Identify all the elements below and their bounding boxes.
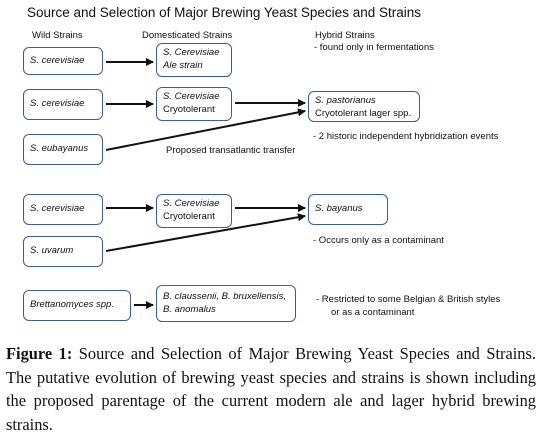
hybrid-strains-header: Hybrid Strains [315,30,375,41]
note-restricted-line-1: - Restricted to some Belgian & British s… [316,294,501,305]
arrow-uvarum-to-bayanus [105,213,306,252]
pastorianus-type-label: Cryotolerant lager spp. [315,107,412,119]
diagram-title: Source and Selection of Major Brewing Ye… [27,5,421,20]
arrow-eubayanus-to-pastorianus [105,108,306,151]
cryo2-species-label: S. Cerevisiae [163,198,220,209]
cryo1-type-label: Cryotolerant [163,103,215,115]
box-uvarum: S. uvarum [23,236,103,267]
pastorianus-species-label: S. pastorianus [315,95,376,106]
ale-strain-label: Ale strain [163,59,203,71]
brett-species-line-2: B. anomalus [163,303,216,315]
figure-caption: Figure 1: Source and Selection of Major … [6,342,536,436]
caption-label: Figure 1: [6,344,73,363]
domesticated-strains-header: Domesticated Strains [142,30,233,41]
note-hybridization: - 2 historic independent hybridization e… [313,131,499,142]
caption-text: Source and Selection of Major Brewing Ye… [6,344,536,434]
box-pastorianus: S. pastorianus Cryotolerant lager spp. [308,91,420,122]
box-wild-cerevisiae-bayanus: S. cerevisiae [23,194,103,225]
box-brettanomyces: Brettanomyces spp. [23,290,131,321]
note-contaminant: - Occurs only as a contaminant [313,235,444,246]
arrow-layer [105,58,306,309]
box-cryotolerant-2: S. Cerevisiae Cryotolerant [156,194,232,228]
cryo1-species-label: S. Cerevisiae [163,91,220,102]
box-brettanomyces-species: B. claussenii, B. bruxellensis, B. anoma… [156,285,296,322]
cryo2-type-label: Cryotolerant [163,210,215,222]
box-wild-cerevisiae-ale: S. cerevisiae [23,47,103,75]
box-cryotolerant-1: S. Cerevisiae Cryotolerant [156,87,232,121]
box-wild-cerevisiae-lager: S. cerevisiae [23,89,103,120]
box-bayanus: S. bayanus [308,194,388,225]
wild-strains-header: Wild Strains [32,30,83,41]
note-transatlantic-transfer: Proposed transatlantic transfer [166,145,296,156]
note-restricted-line-2: or as a contaminant [331,307,415,318]
brett-species-line-1: B. claussenii, B. bruxellensis, [163,291,287,302]
box-eubayanus: S. eubayanus [23,134,103,165]
box-ale-strain: S. Cerevisiae Ale strain [156,43,232,77]
note-fermentations: - found only in fermentations [314,42,434,53]
ale-species-label: S. Cerevisiae [163,47,220,58]
yeast-lineage-diagram: Source and Selection of Major Brewing Ye… [23,5,501,322]
